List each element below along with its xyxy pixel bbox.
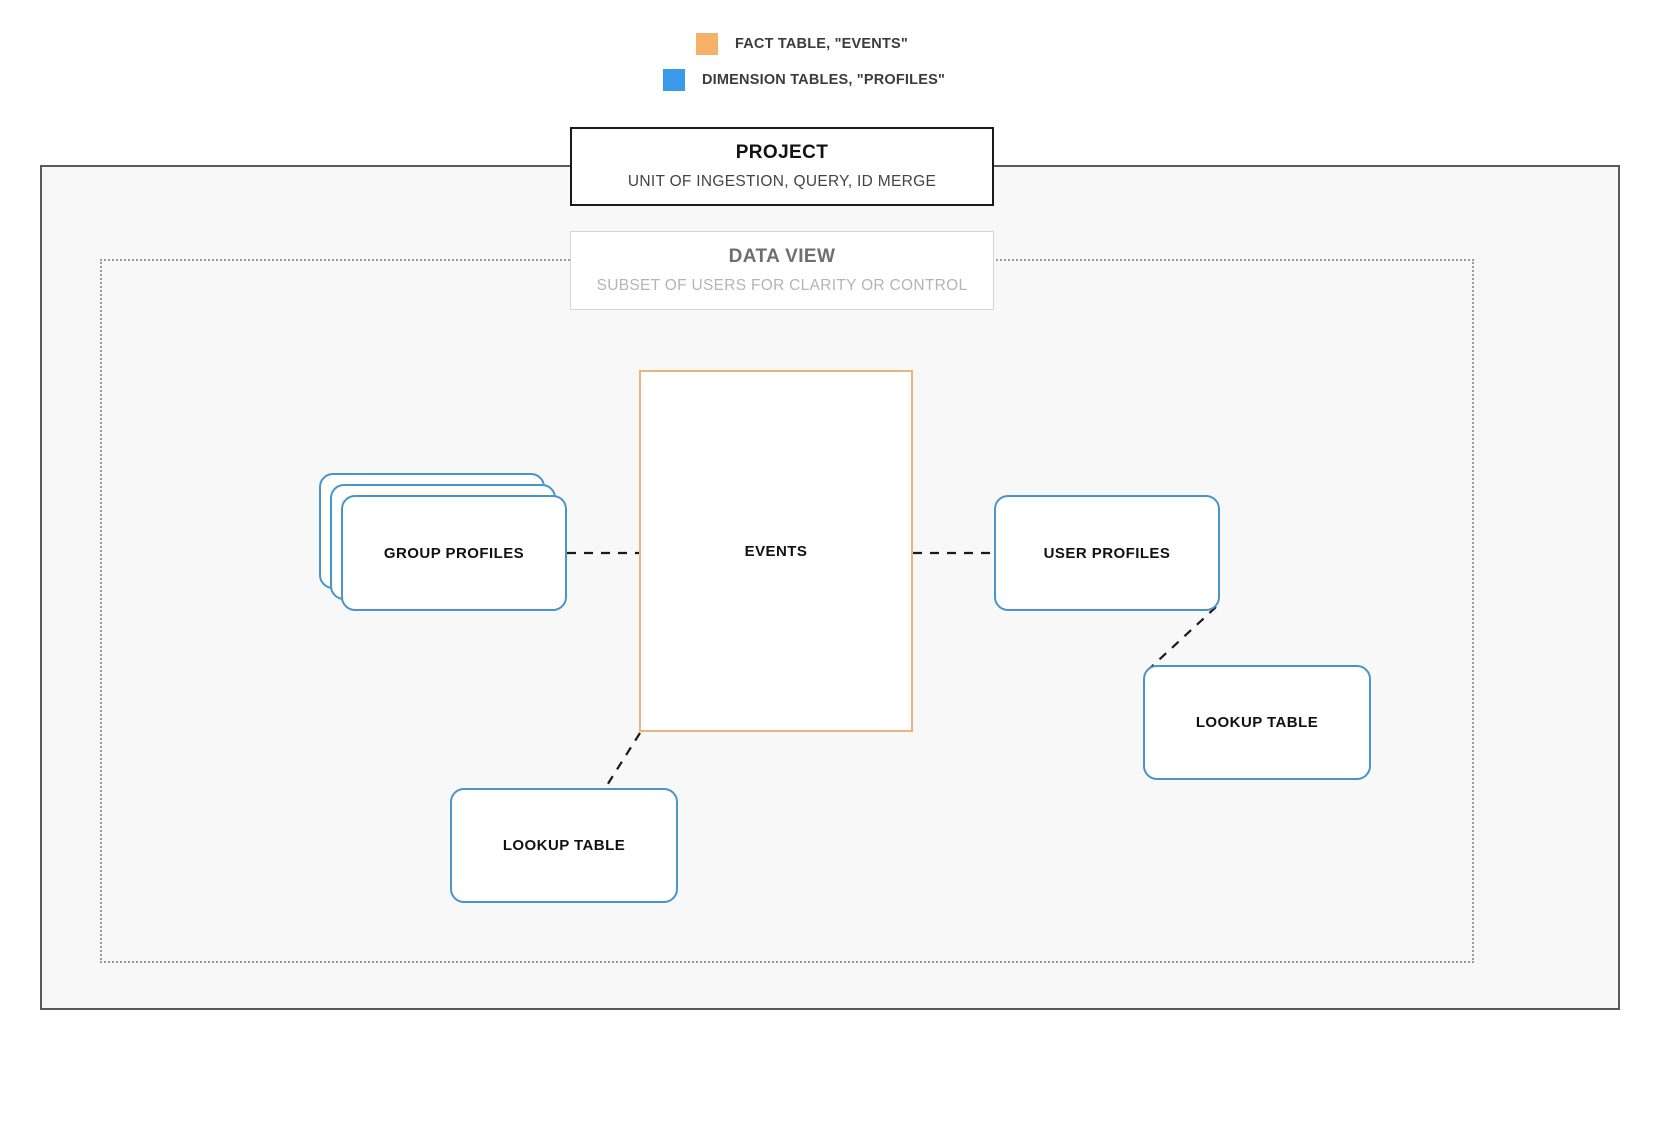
node-lookup-table-right[interactable]: LOOKUP TABLE — [1143, 665, 1371, 780]
node-lookup-table-right-label: LOOKUP TABLE — [1195, 714, 1319, 731]
project-subtitle: UNIT OF INGESTION, QUERY, ID MERGE — [627, 172, 937, 190]
dimension-tables-swatch-icon — [663, 69, 685, 91]
legend-label-dimension-tables: DIMENSION TABLES, "PROFILES" — [702, 72, 946, 88]
node-events[interactable]: EVENTS — [639, 370, 913, 732]
node-lookup-table-left-label: LOOKUP TABLE — [502, 837, 626, 854]
node-group-profiles[interactable]: GROUP PROFILES — [319, 473, 567, 611]
project-header-box[interactable]: PROJECT UNIT OF INGESTION, QUERY, ID MER… — [570, 127, 994, 206]
data-view-subtitle: SUBSET OF USERS FOR CLARITY OR CONTROL — [596, 276, 968, 294]
legend-item-fact-table: FACT TABLE, "EVENTS" — [0, 26, 1664, 62]
node-group-profiles-label: GROUP PROFILES — [383, 544, 525, 562]
node-user-profiles-label: USER PROFILES — [1043, 544, 1171, 562]
fact-table-swatch-icon — [696, 33, 718, 55]
node-lookup-table-left[interactable]: LOOKUP TABLE — [450, 788, 678, 903]
data-view-header-box[interactable]: DATA VIEW SUBSET OF USERS FOR CLARITY OR… — [570, 231, 994, 310]
node-events-label: EVENTS — [744, 542, 808, 560]
node-user-profiles[interactable]: USER PROFILES — [994, 495, 1220, 611]
project-title: PROJECT — [735, 142, 829, 164]
legend-label-fact-table: FACT TABLE, "EVENTS" — [735, 36, 908, 52]
data-view-title: DATA VIEW — [728, 246, 836, 268]
legend: FACT TABLE, "EVENTS" DIMENSION TABLES, "… — [0, 26, 1664, 98]
group-profiles-stack-card-front[interactable]: GROUP PROFILES — [341, 495, 567, 611]
legend-item-dimension-tables: DIMENSION TABLES, "PROFILES" — [0, 62, 1664, 98]
